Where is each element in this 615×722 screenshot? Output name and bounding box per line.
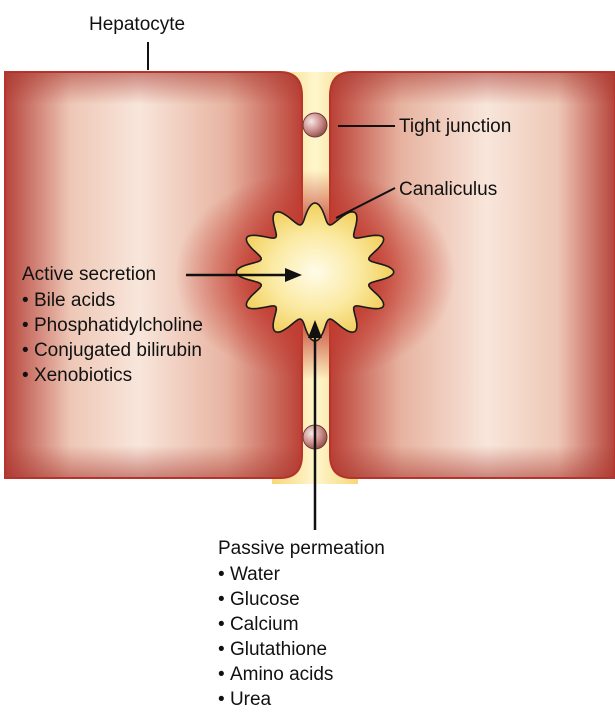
active-secretion-arrow	[186, 268, 302, 282]
list-item: Bile acids	[22, 288, 203, 313]
list-item: Amino acids	[218, 662, 334, 687]
tight-junction-top-ball	[302, 112, 328, 138]
list-item: Glutathione	[218, 637, 333, 662]
tight-junction-label: Tight junction	[399, 116, 512, 137]
active-secretion-label: Active secretion	[22, 264, 157, 285]
list-item: Urea	[218, 687, 333, 712]
list-item: Calcium	[218, 612, 333, 637]
hepatocyte-right	[329, 71, 615, 479]
list-item: Glucose	[218, 587, 333, 612]
passive-permeation-arrow	[308, 320, 322, 530]
canaliculus-pointer	[335, 187, 396, 219]
list-item: Phosphatidylcholine	[22, 313, 203, 338]
list-item: Water	[218, 562, 333, 587]
canaliculus-label: Canaliculus	[399, 179, 498, 200]
canaliculus-lumen	[235, 202, 395, 342]
list-item: Conjugated bilirubin	[22, 338, 203, 363]
passive-permeation-label: Passive permeation	[218, 538, 385, 559]
hepatocyte-label: Hepatocyte	[89, 14, 186, 35]
list-item: Xenobiotics	[22, 363, 203, 388]
active-secretion-list: Bile acids Phosphatidylcholine Conjugate…	[22, 288, 203, 388]
passive-permeation-list: Water Glucose Calcium Glutathione Amino …	[218, 562, 334, 712]
